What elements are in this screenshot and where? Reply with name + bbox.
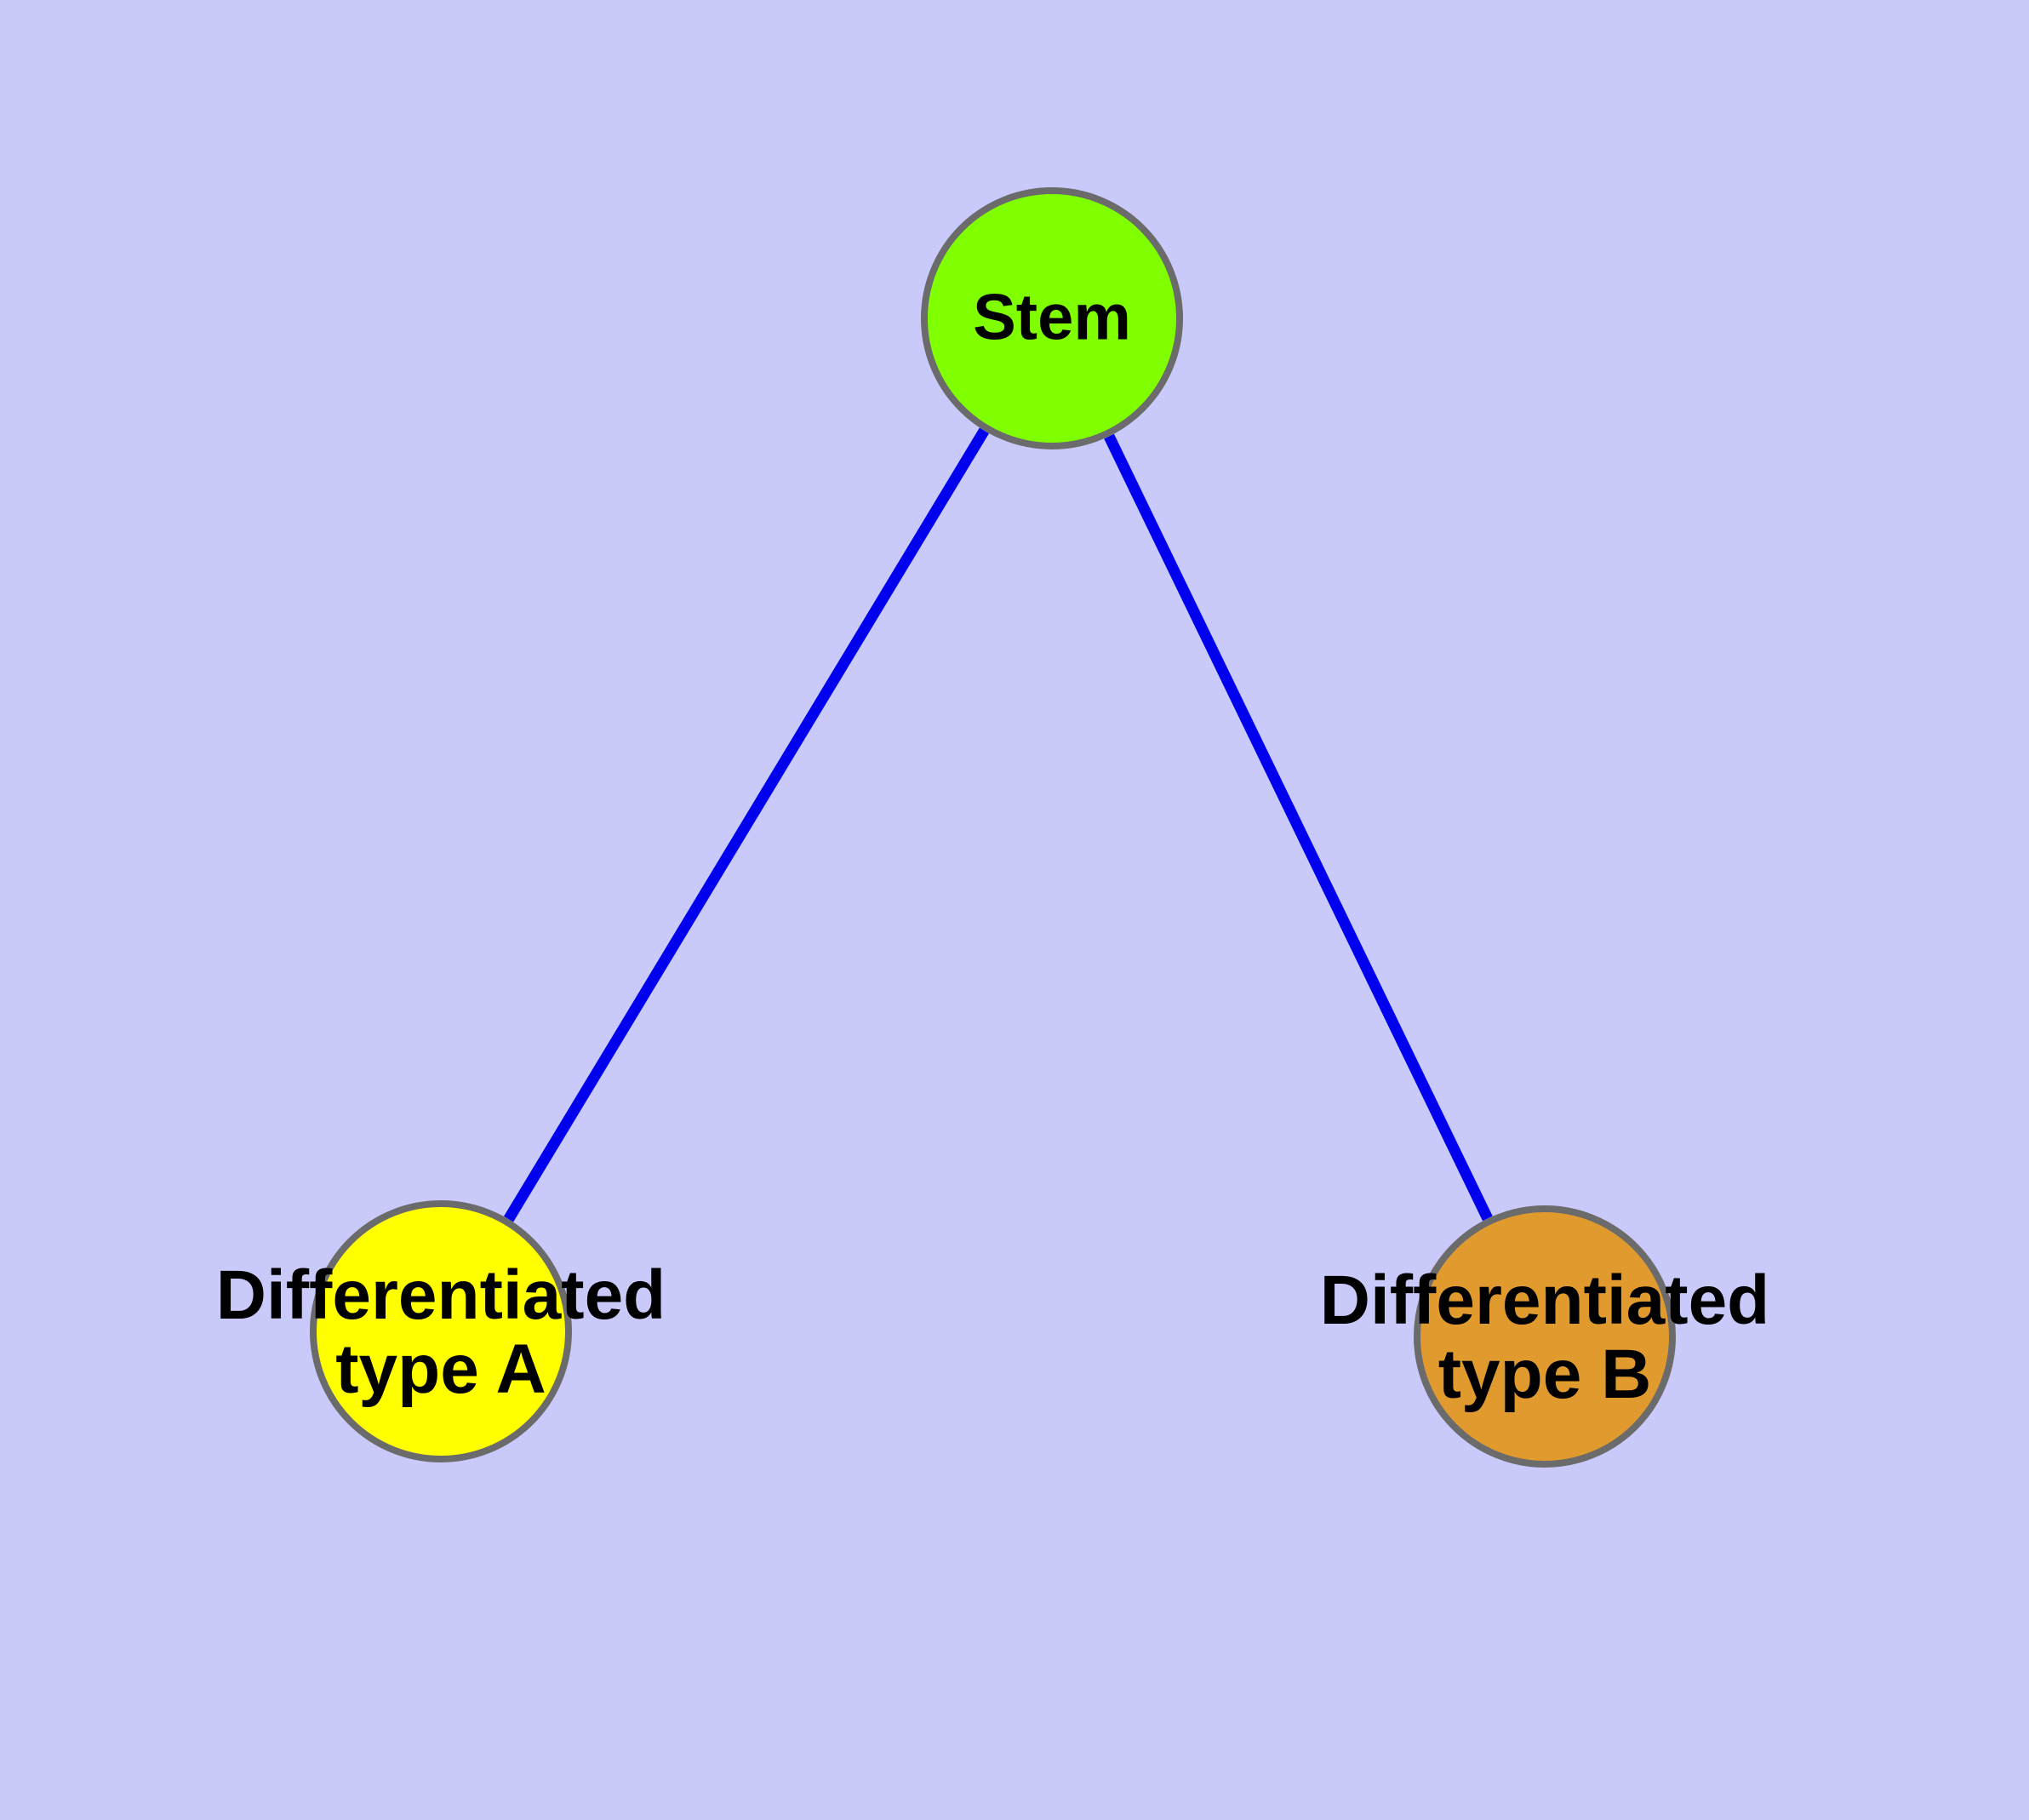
edge-stem-to-diff-b <box>1104 433 1493 1222</box>
node-stem-circle[interactable] <box>921 187 1183 449</box>
edge-stem-to-diff-a <box>503 427 990 1222</box>
node-diff-a-circle[interactable] <box>310 1200 572 1462</box>
edge-layer <box>503 427 1493 1222</box>
node-diff-b-circle[interactable] <box>1414 1205 1676 1468</box>
node-layer <box>310 187 1676 1468</box>
